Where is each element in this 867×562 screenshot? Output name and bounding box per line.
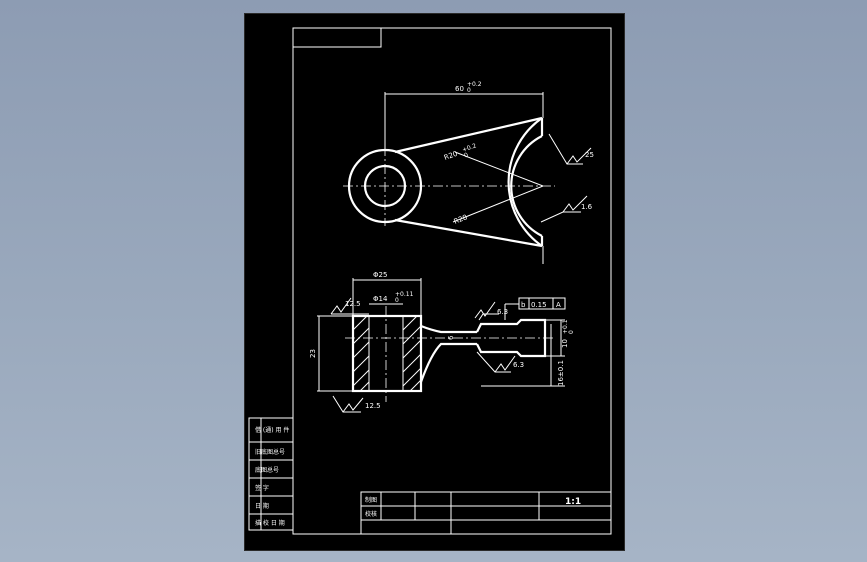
roughness-fork-bottom-text: 6.3 — [513, 361, 524, 369]
fork-height-dim-text: 16±0.1 — [557, 360, 565, 386]
r20-tolerance-text: +0.20 — [461, 142, 479, 159]
side-table-row-4: 签 字 — [255, 484, 269, 492]
arm-upper-edge — [394, 116, 543, 154]
height-dimension-text: 23 — [309, 349, 317, 358]
side-table-frame — [248, 417, 294, 531]
roughness-leader-bottom — [540, 211, 581, 223]
roughness-fork-bottom-symbol — [494, 355, 516, 373]
roughness-fork-top-text: 6.3 — [497, 308, 508, 316]
side-table-row-1: 借 (通) 用 件 — [255, 426, 289, 434]
roughness-hub-bottom-leader — [332, 395, 361, 413]
side-table-row-6: 描 校 日 期 — [255, 519, 285, 527]
fork-outer-arc — [507, 117, 543, 247]
r28-dimension-text: R28 — [453, 213, 469, 226]
roughness-hub-top-symbol — [330, 297, 352, 315]
roughness-hub-bottom-symbol — [342, 397, 364, 413]
title-block-frame — [360, 491, 612, 535]
hatch-left — [352, 315, 370, 392]
roughness-symbol-bottom — [562, 195, 588, 213]
arm-thickness-text: 6 — [447, 335, 455, 340]
roughness-symbol-top — [566, 147, 592, 165]
r20-dimension-text: R20 — [443, 150, 459, 162]
fork-slot-dim-text: 10 — [561, 339, 569, 348]
arm-upper-profile — [420, 324, 477, 334]
roughness-hub-top-text: 12.5 — [345, 300, 361, 308]
title-block — [360, 491, 612, 535]
title-block-checked-label: 校核 — [365, 510, 377, 518]
gdt-value-text: 0.15 — [531, 301, 547, 309]
arm-lower-profile — [419, 342, 477, 383]
bore-dimension-text: Φ14 — [373, 295, 388, 303]
width-dimension-text: 60 — [455, 85, 464, 93]
roughness-fork-top-symbol — [474, 301, 496, 319]
roughness-top-text: 25 — [585, 151, 594, 159]
front-view — [317, 278, 566, 413]
frame-tab — [293, 28, 382, 48]
side-table-row-5: 日 期 — [255, 502, 269, 510]
roughness-leader-top — [548, 133, 583, 165]
side-table-row-3: 底图总号 — [255, 466, 279, 474]
hub-section — [351, 314, 423, 393]
arm-lower-edge — [394, 218, 543, 248]
side-table — [248, 417, 294, 531]
title-block-drawn-label: 制图 — [365, 496, 377, 504]
hub-diameter-text: Φ25 — [373, 271, 387, 279]
roughness-fork-top-leader — [478, 313, 499, 321]
gdt-symbol-text: b — [521, 301, 526, 309]
roughness-bottom-text: 1.6 — [581, 203, 593, 211]
hatch-right — [402, 315, 422, 392]
fork-slot-tol-text: +0.10 — [562, 319, 575, 334]
drawing-frame — [292, 27, 612, 535]
top-view — [343, 92, 592, 264]
gdt-datum-text: A — [556, 301, 561, 309]
side-table-row-2: 旧底图总号 — [255, 448, 285, 456]
r20-leader — [454, 151, 544, 187]
roughness-hub-bottom-text: 12.5 — [365, 402, 381, 410]
title-block-scale: 1:1 — [565, 497, 581, 507]
r28-leader — [452, 185, 544, 223]
